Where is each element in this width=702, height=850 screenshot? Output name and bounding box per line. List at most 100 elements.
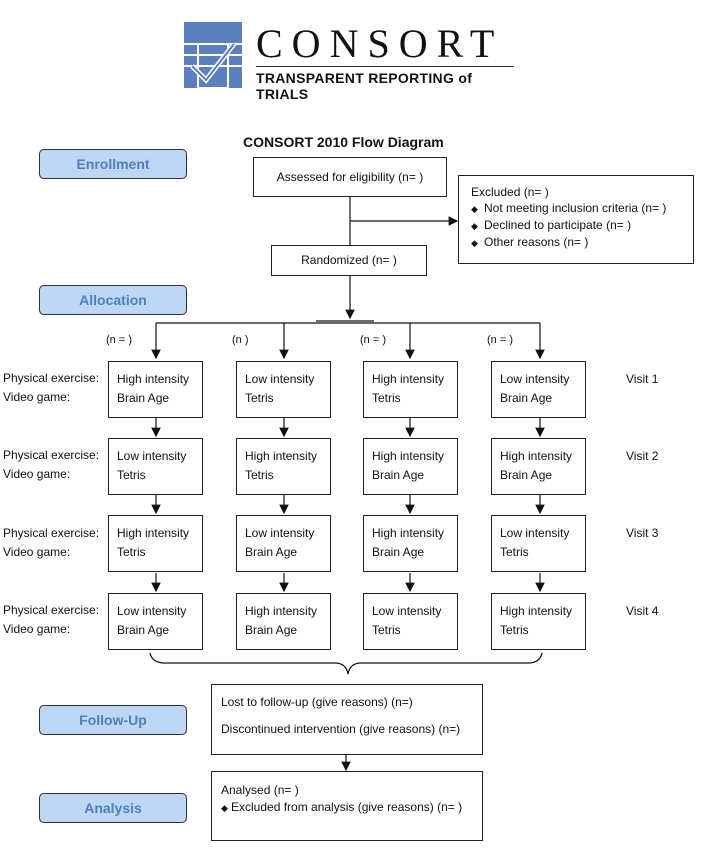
game-value: Brain Age (117, 391, 170, 405)
exercise-value: High intensity (500, 449, 573, 463)
excluded-item: ◆ Not meeting inclusion criteria (n= ) (471, 200, 693, 217)
visit-label-4: Visit 4 (626, 604, 659, 618)
followup-discontinued: Discontinued intervention (give reasons)… (221, 722, 461, 736)
game-value: Tetris (500, 623, 529, 637)
stage-allocation: Allocation (39, 285, 187, 315)
exercise-value: Low intensity (500, 372, 570, 386)
exercise-value: High intensity (372, 372, 445, 386)
row-label-game: Video game: (3, 545, 71, 559)
logo-wordmark: CONSORT (256, 21, 504, 66)
excluded-item-label: Declined to participate (n= ) (484, 218, 632, 232)
game-value: Brain Age (117, 623, 170, 637)
exercise-value: High intensity (245, 604, 318, 618)
arm-n-3: (n = ) (360, 334, 386, 346)
analysis-analysed: Analysed (n= ) (221, 783, 299, 797)
arm-n-4: (n = ) (487, 334, 513, 346)
bullet-icon: ◆ (471, 221, 478, 231)
game-value: Tetris (245, 468, 274, 482)
stage-analysis: Analysis (39, 793, 187, 823)
row-label-exercise: Physical exercise: (3, 371, 100, 385)
consort-logo: CONSORT TRANSPARENT REPORTING of TRIALS (184, 21, 524, 102)
game-value: Tetris (245, 391, 274, 405)
row-label: Physical exercise: Video game: (3, 524, 99, 562)
row-label: Physical exercise: Video game: (3, 369, 99, 407)
consort-logo-icon (184, 22, 242, 88)
exercise-value: High intensity (245, 449, 318, 463)
game-value: Tetris (117, 545, 146, 559)
exercise-value: Low intensity (245, 526, 315, 540)
exercise-value: High intensity (372, 526, 445, 540)
exercise-value: High intensity (117, 526, 190, 540)
row-label: Physical exercise: Video game: (3, 446, 99, 484)
row-label-game: Video game: (3, 390, 71, 404)
game-value: Tetris (117, 468, 146, 482)
bullet-icon: ◆ (221, 803, 228, 813)
excluded-item: ◆ Other reasons (n= ) (471, 234, 693, 251)
excluded-item-label: Not meeting inclusion criteria (n= ) (484, 201, 667, 215)
analysis-excluded-label: Excluded from analysis (give reasons) (n… (231, 800, 463, 814)
row-label-exercise: Physical exercise: (3, 526, 100, 540)
row-label-game: Video game: (3, 467, 71, 481)
randomized-box: Randomized (n= ) (271, 245, 427, 276)
visit-label-3: Visit 3 (626, 526, 659, 540)
exercise-value: Low intensity (500, 526, 570, 540)
followup-box: Lost to follow-up (give reasons) (n=) Di… (211, 684, 483, 755)
row-label-game: Video game: (3, 622, 71, 636)
exercise-value: High intensity (372, 449, 445, 463)
logo-tagline: TRANSPARENT REPORTING of TRIALS (256, 70, 473, 102)
assessed-box: Assessed for eligibility (n= ) (253, 157, 447, 197)
followup-lost: Lost to follow-up (give reasons) (n=) (221, 695, 413, 709)
logo-divider (256, 66, 514, 67)
exercise-value: Low intensity (117, 449, 187, 463)
game-value: Brain Age (245, 545, 298, 559)
diagram-title: CONSORT 2010 Flow Diagram (243, 134, 444, 150)
stage-followup: Follow-Up (39, 705, 187, 735)
excluded-item-label: Other reasons (n= ) (484, 235, 589, 249)
assessed-text: Assessed for eligibility (n= ) (276, 170, 424, 184)
bullet-icon: ◆ (471, 238, 478, 248)
game-value: Brain Age (245, 623, 298, 637)
visit-label-2: Visit 2 (626, 449, 659, 463)
row-label: Physical exercise: Video game: (3, 601, 99, 639)
exercise-value: High intensity (500, 604, 573, 618)
game-value: Brain Age (500, 468, 553, 482)
game-value: Brain Age (372, 545, 425, 559)
analysis-excluded-item: ◆Excluded from analysis (give reasons) (… (221, 799, 482, 817)
excluded-item: ◆ Declined to participate (n= ) (471, 217, 693, 234)
game-value: Brain Age (372, 468, 425, 482)
exercise-value: Low intensity (372, 604, 442, 618)
excluded-title: Excluded (n= ) (471, 185, 549, 199)
stage-enrollment: Enrollment (39, 149, 187, 179)
excluded-box: Excluded (n= ) ◆ Not meeting inclusion cr… (458, 175, 694, 264)
arm-n-2: (n ) (232, 334, 249, 346)
visit-label-1: Visit 1 (626, 372, 659, 386)
randomized-text: Randomized (n= ) (301, 253, 397, 267)
arm-n-1: (n = ) (106, 334, 132, 346)
analysis-box: Analysed (n= ) ◆Excluded from analysis (… (211, 771, 483, 841)
game-value: Tetris (500, 545, 529, 559)
row-label-exercise: Physical exercise: (3, 448, 100, 462)
game-value: Brain Age (500, 391, 553, 405)
exercise-value: Low intensity (245, 372, 315, 386)
exercise-value: Low intensity (117, 604, 187, 618)
bullet-icon: ◆ (471, 204, 478, 214)
row-label-exercise: Physical exercise: (3, 603, 100, 617)
exercise-value: High intensity (117, 372, 190, 386)
game-value: Tetris (372, 391, 401, 405)
